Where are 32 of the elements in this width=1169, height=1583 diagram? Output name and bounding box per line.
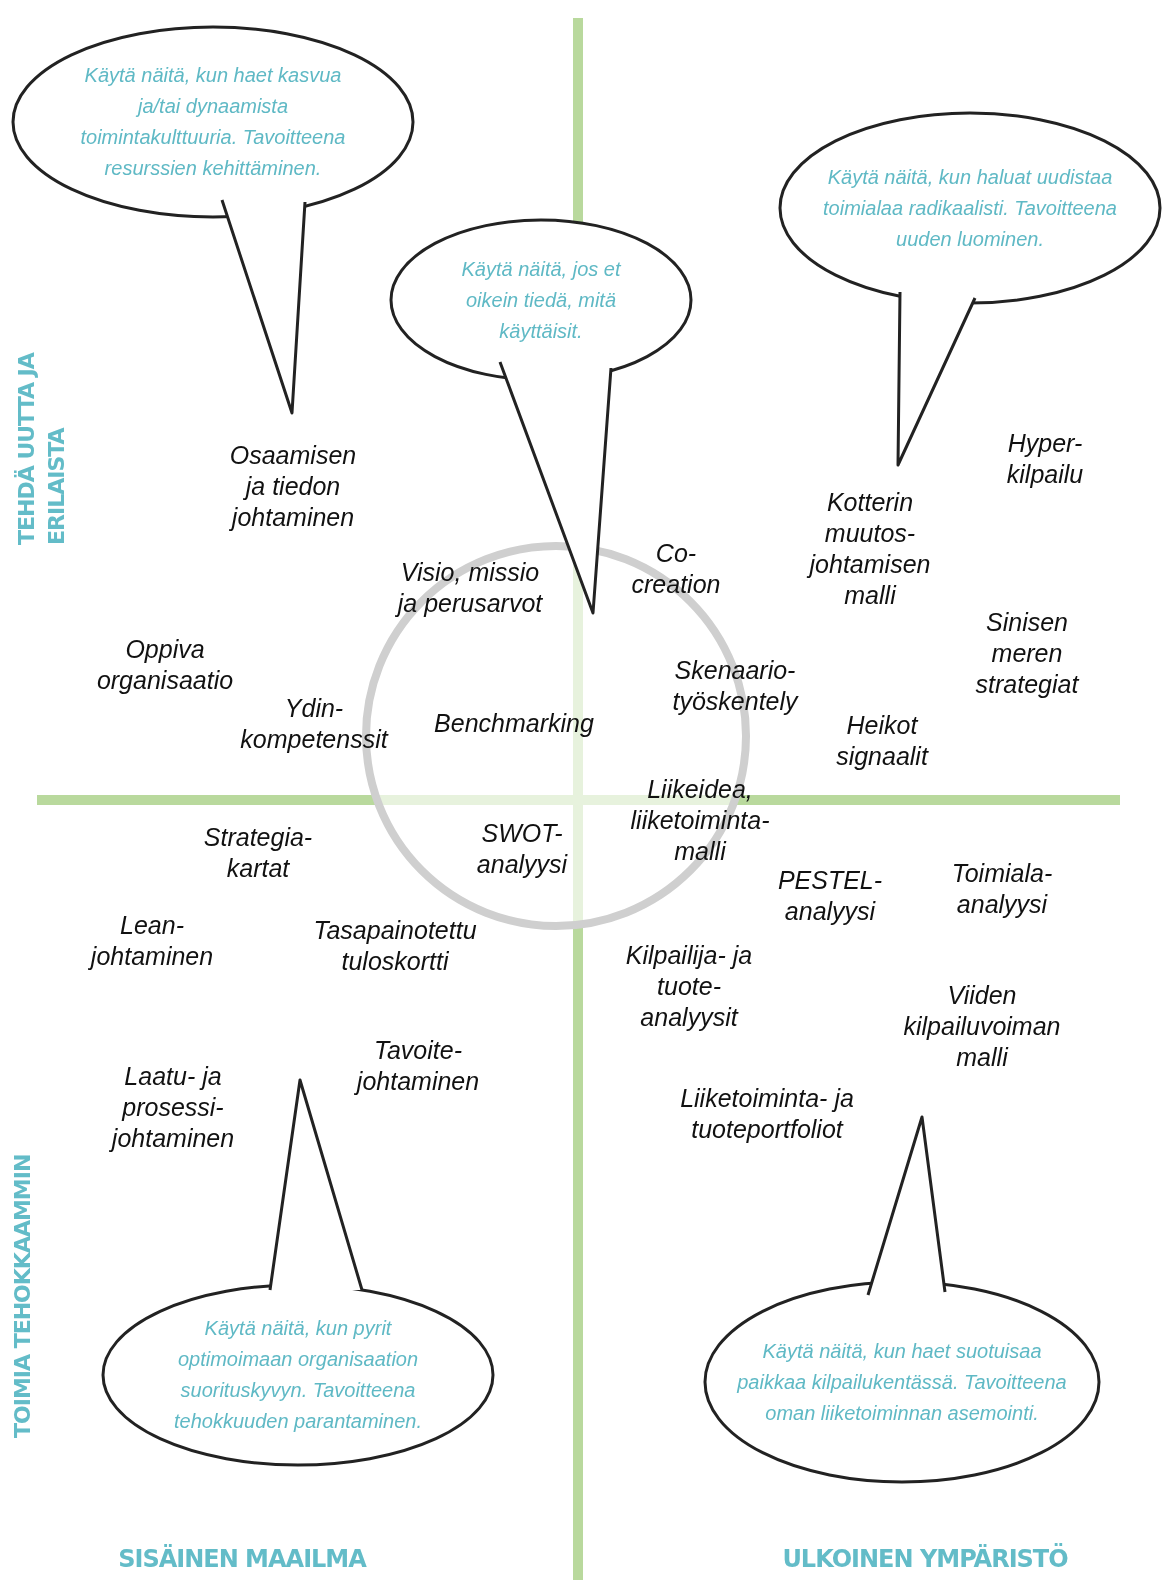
method-label: Tasapainotettu tuloskortti	[312, 915, 478, 977]
method-label: Tavoite- johtaminen	[353, 1035, 481, 1097]
method-label: Laatu- ja prosessi- johtaminen	[108, 1061, 236, 1154]
bubble-text: Käytä näitä, kun haluat uudistaa toimialaa radikaalisti. Tavoitteena uuden luominen.	[822, 164, 1118, 252]
method-label: Visio, missio ja perusarvot	[395, 557, 544, 619]
method-label: Liikeidea, liiketoiminta- malli	[629, 774, 771, 867]
bubble-text: Käytä näitä, kun haet suotuisaa paikkaa kilpailukentässä. Tavoitteena oman liiketoiminnan asemointi.	[736, 1338, 1068, 1426]
method-label: Lean- johtaminen	[87, 910, 215, 972]
method-label: Strategia- kartat	[202, 822, 314, 884]
axis-label: SISÄINEN MAAILMA	[117, 1545, 368, 1573]
method-label: Liiketoiminta- ja tuoteportfoliot	[679, 1083, 855, 1145]
method-label: Heikot signaalit	[835, 710, 930, 772]
method-label: Oppiva organisaatio	[95, 634, 235, 696]
method-label: Viiden kilpailuvoiman malli	[902, 980, 1062, 1073]
bubble-text: Käytä näitä, kun haet kasvua ja/tai dynaamista toimintakulttuuria. Tavoitteena resurssien kehittäminen.	[79, 63, 347, 181]
method-label: Osaamisen ja tiedon johtaminen	[228, 440, 358, 533]
method-label: Sinisen meren strategiat	[974, 607, 1081, 700]
axis-label: ULKOINEN YMPÄRISTÖ	[781, 1545, 1069, 1573]
method-label: Toimiala- analyysi	[950, 858, 1054, 920]
method-label: PESTEL- analyysi	[776, 865, 884, 927]
axis-label: TOIMIA TEHOKKAAMMIN	[9, 1153, 36, 1438]
method-label: Kilpailija- ja tuote- analyysit	[624, 940, 754, 1033]
axis-label: TEHDÄ UUTTA JA ERILAISTA	[13, 351, 70, 545]
method-label: Ydin- kompetenssit	[239, 693, 390, 755]
method-label: Hyper- kilpailu	[1005, 428, 1085, 490]
method-label: Benchmarking	[433, 708, 595, 739]
bubble-text: Käytä näitä, jos et oikein tiedä, mitä käyttäisit.	[460, 256, 622, 344]
method-label: Co- creation	[630, 538, 722, 600]
method-label: Kotterin muutos- johtamisen malli	[795, 487, 945, 611]
bubble-text: Käytä näitä, kun pyrit optimoimaan organisaation suorituskyvyn. Tavoitteena tehokkuuden parantaminen.	[173, 1316, 423, 1434]
method-label: SWOT- analyysi	[475, 818, 569, 880]
method-label: Skenaario- työskentely	[671, 655, 800, 717]
